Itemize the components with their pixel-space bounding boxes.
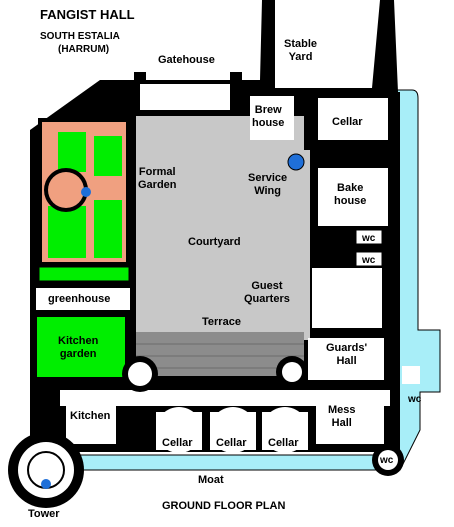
cellar-1-label: Cellar [162, 437, 193, 449]
formal-garden [42, 122, 126, 262]
plan-caption: GROUND FLOOR PLAN [162, 500, 286, 512]
kitchen-garden-label: Kitchen garden [58, 335, 99, 360]
wc-label-4: wc [380, 455, 394, 466]
courtyard-notch [300, 150, 310, 340]
south-corridor [60, 390, 390, 406]
courtyard-label: Courtyard [188, 236, 241, 248]
service-wing-room [246, 150, 296, 206]
greenhouse-room [36, 288, 130, 310]
guards-hall-label: Guards' Hall [326, 342, 368, 367]
moat-label: Moat [198, 474, 224, 486]
stable-yard-label: Stable Yard [284, 38, 318, 63]
formal-garden-label: Formal Garden [138, 166, 177, 191]
terrace-label: Terrace [202, 316, 241, 328]
subregion-label: (HARRUM) [58, 44, 110, 55]
cellar-ne-room [318, 98, 388, 140]
bake-house-room [318, 168, 388, 226]
mess-hall-room [316, 398, 384, 444]
wc-room-2 [355, 251, 383, 267]
wc-label-1: wc [362, 233, 376, 244]
terrace-area [136, 332, 304, 376]
wc-room-3 [402, 366, 420, 384]
tower-label: Tower [28, 508, 60, 520]
lawn-strip [36, 264, 132, 284]
gatehouse-room [140, 84, 230, 110]
moat-water [59, 89, 441, 471]
cellar-ne-label: Cellar [332, 116, 363, 128]
brew-house-room [250, 96, 294, 140]
wc-label-3: wc [408, 394, 422, 405]
kitchen-garden-bed [35, 315, 127, 379]
wc-room-1 [355, 229, 383, 245]
cellar-2-label: Cellar [216, 437, 247, 449]
kitchen-room [66, 400, 116, 444]
guards-hall-room [308, 338, 384, 380]
bake-house-label: Bake house [334, 182, 367, 207]
brew-house-label: Brew house [252, 104, 285, 129]
service-wing-label: Service Wing [248, 172, 288, 197]
greenhouse-label: greenhouse [48, 293, 111, 305]
plan-title: FANGIST HALL [40, 7, 135, 22]
region-label: SOUTH ESTALIA [40, 31, 120, 42]
cellar-3-label: Cellar [268, 437, 299, 449]
mess-hall-label: Mess Hall [328, 404, 356, 429]
guest-quarters-room [312, 268, 382, 328]
guest-quarters-label: Guest Quarters [244, 280, 290, 305]
kitchen-label: Kitchen [70, 410, 111, 422]
gatehouse-label: Gatehouse [158, 54, 215, 66]
wc-label-2: wc [362, 255, 376, 266]
